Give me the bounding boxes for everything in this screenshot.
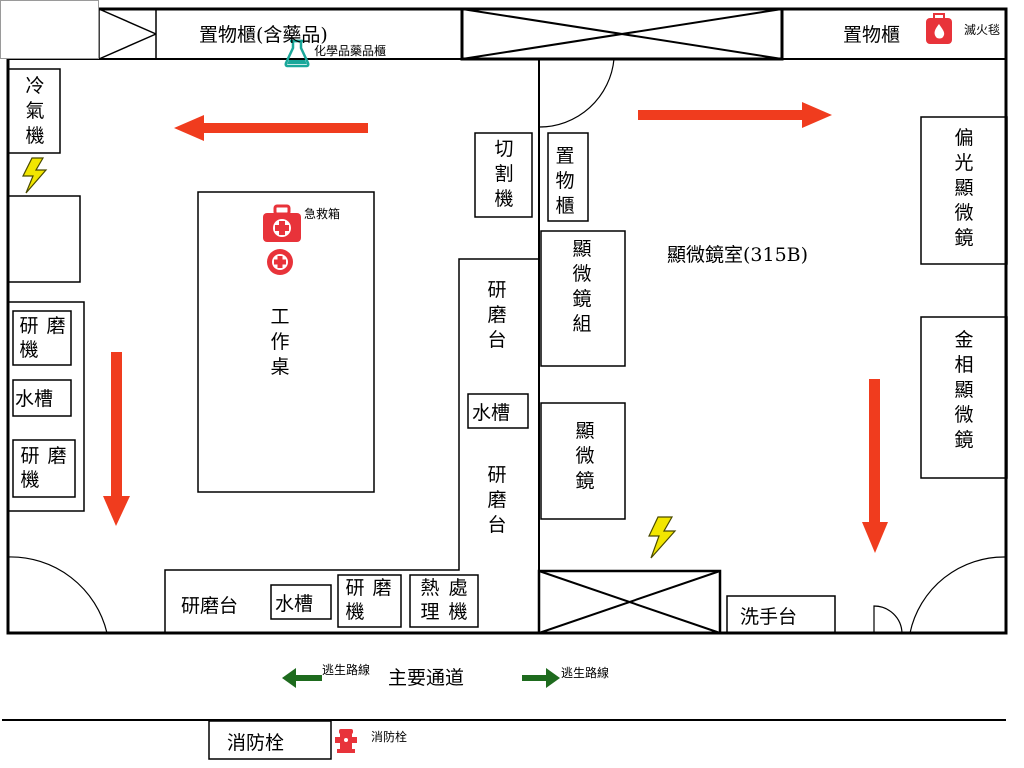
sink-2-label: 水槽 bbox=[472, 402, 510, 424]
outer-wall bbox=[6, 7, 1008, 635]
sink-1-box bbox=[12, 379, 72, 417]
escape-right-label: 逃生路線 bbox=[561, 665, 609, 680]
grinder-3-box bbox=[337, 574, 402, 628]
hydrant-box bbox=[208, 720, 332, 760]
metallographic-microscope-label: 金相顯微鏡 bbox=[954, 329, 973, 451]
workbench bbox=[197, 191, 375, 493]
lightning-icon bbox=[648, 516, 677, 559]
main-corridor-label: 主要通道 bbox=[388, 667, 464, 689]
escape-arrow-left bbox=[282, 668, 322, 688]
sink-1-label: 水槽 bbox=[15, 388, 53, 410]
escape-arrow-right bbox=[522, 668, 560, 688]
storage-top-label: 置物櫃(含藥品) bbox=[199, 24, 328, 46]
wash-basin-box bbox=[726, 595, 836, 634]
storage-mid-box bbox=[547, 132, 589, 222]
grinding-table-2-label: 研磨台 bbox=[487, 464, 506, 536]
left-blank-unit bbox=[7, 195, 81, 283]
first-aid-cross-icon bbox=[267, 249, 293, 275]
grinding-bench-outline bbox=[164, 258, 539, 633]
grinder-3-label: 研磨機 bbox=[345, 577, 391, 623]
aircon-unit bbox=[7, 68, 61, 154]
flask-icon bbox=[284, 39, 310, 68]
heat-treatment-label: 熱處理機 bbox=[420, 577, 467, 623]
workbench-label: 工作桌 bbox=[270, 306, 289, 378]
microscope-box bbox=[540, 402, 626, 520]
microscope-label: 顯微鏡 bbox=[575, 420, 594, 492]
first-aid-kit-icon bbox=[263, 204, 301, 242]
polarizing-microscope-box bbox=[920, 116, 1008, 265]
escape-left-label: 逃生路線 bbox=[322, 662, 370, 677]
left-grinder-bench bbox=[7, 301, 85, 512]
grinding-table-1-label: 研磨台 bbox=[487, 279, 506, 351]
evac-arrow-down-right bbox=[862, 379, 888, 553]
door-arc-bottom-right bbox=[909, 556, 1007, 634]
cutter-label: 切割機 bbox=[494, 138, 513, 210]
lightning-icon bbox=[22, 157, 48, 194]
sink-3-label: 水槽 bbox=[275, 593, 313, 615]
microscope-room-label: 顯微鏡室(315B) bbox=[667, 244, 808, 266]
evac-arrow-down-left bbox=[103, 352, 130, 526]
microscope-set-label: 顯微鏡組 bbox=[572, 238, 591, 335]
grinder-2-box bbox=[12, 439, 76, 498]
storage-mid-label: 置物櫃 bbox=[555, 145, 574, 217]
grinder-1-box bbox=[12, 310, 72, 366]
door-arc-bottom-left bbox=[7, 556, 108, 634]
cutter-box bbox=[474, 132, 533, 218]
polarizing-microscope-label: 偏光顯微鏡 bbox=[954, 127, 973, 249]
metallographic-microscope-box bbox=[920, 316, 1008, 479]
chem-cabinet-label: 化學品藥品櫃 bbox=[314, 44, 386, 58]
door-arc-bottom-right-small bbox=[873, 605, 903, 634]
storage-cell-center bbox=[460, 7, 784, 61]
grinder-2-label: 研磨機 bbox=[20, 445, 66, 491]
first-aid-label: 急救箱 bbox=[304, 206, 340, 221]
blank-corner-panel bbox=[0, 0, 99, 59]
grinder-1-label: 研磨機 bbox=[19, 315, 65, 361]
grinding-table-3-label: 研磨台 bbox=[181, 595, 238, 617]
fire-blanket-icon bbox=[926, 13, 952, 44]
sink-3-box bbox=[270, 584, 332, 620]
heat-treatment-box bbox=[409, 574, 479, 628]
evac-arrow-left bbox=[174, 115, 368, 141]
storage-top-right-label: 置物櫃 bbox=[843, 24, 900, 46]
microscope-set-box bbox=[540, 230, 626, 367]
wash-basin-label: 洗手台 bbox=[740, 606, 797, 628]
aircon-label: 冷氣機 bbox=[25, 75, 44, 147]
fire-hydrant-icon bbox=[335, 729, 357, 753]
storage-cell-left bbox=[98, 8, 157, 60]
hydrant-label: 消防栓 bbox=[371, 729, 407, 744]
sink-2-box bbox=[467, 393, 529, 429]
door-arc-top bbox=[538, 58, 615, 128]
hydrant-box-label: 消防栓 bbox=[227, 732, 284, 754]
evac-arrow-right bbox=[638, 102, 832, 128]
fire-blanket-label: 滅火毯 bbox=[964, 23, 1000, 37]
storage-cell-bottom bbox=[537, 569, 722, 635]
